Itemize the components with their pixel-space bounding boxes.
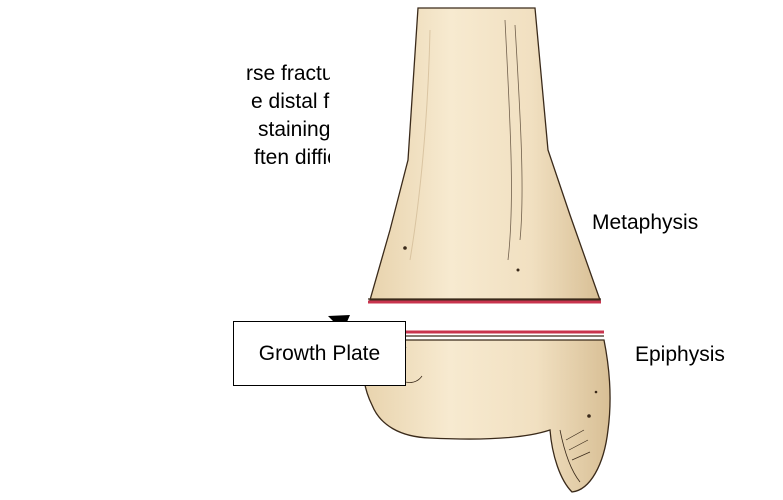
growth-plate-callout: Growth Plate: [233, 321, 406, 386]
metaphysis-shape: [370, 8, 600, 300]
growth-plate-label: Growth Plate: [259, 342, 380, 366]
epiphysis-label: Epiphysis: [635, 343, 725, 367]
metaphysis-label: Metaphysis: [592, 211, 698, 235]
